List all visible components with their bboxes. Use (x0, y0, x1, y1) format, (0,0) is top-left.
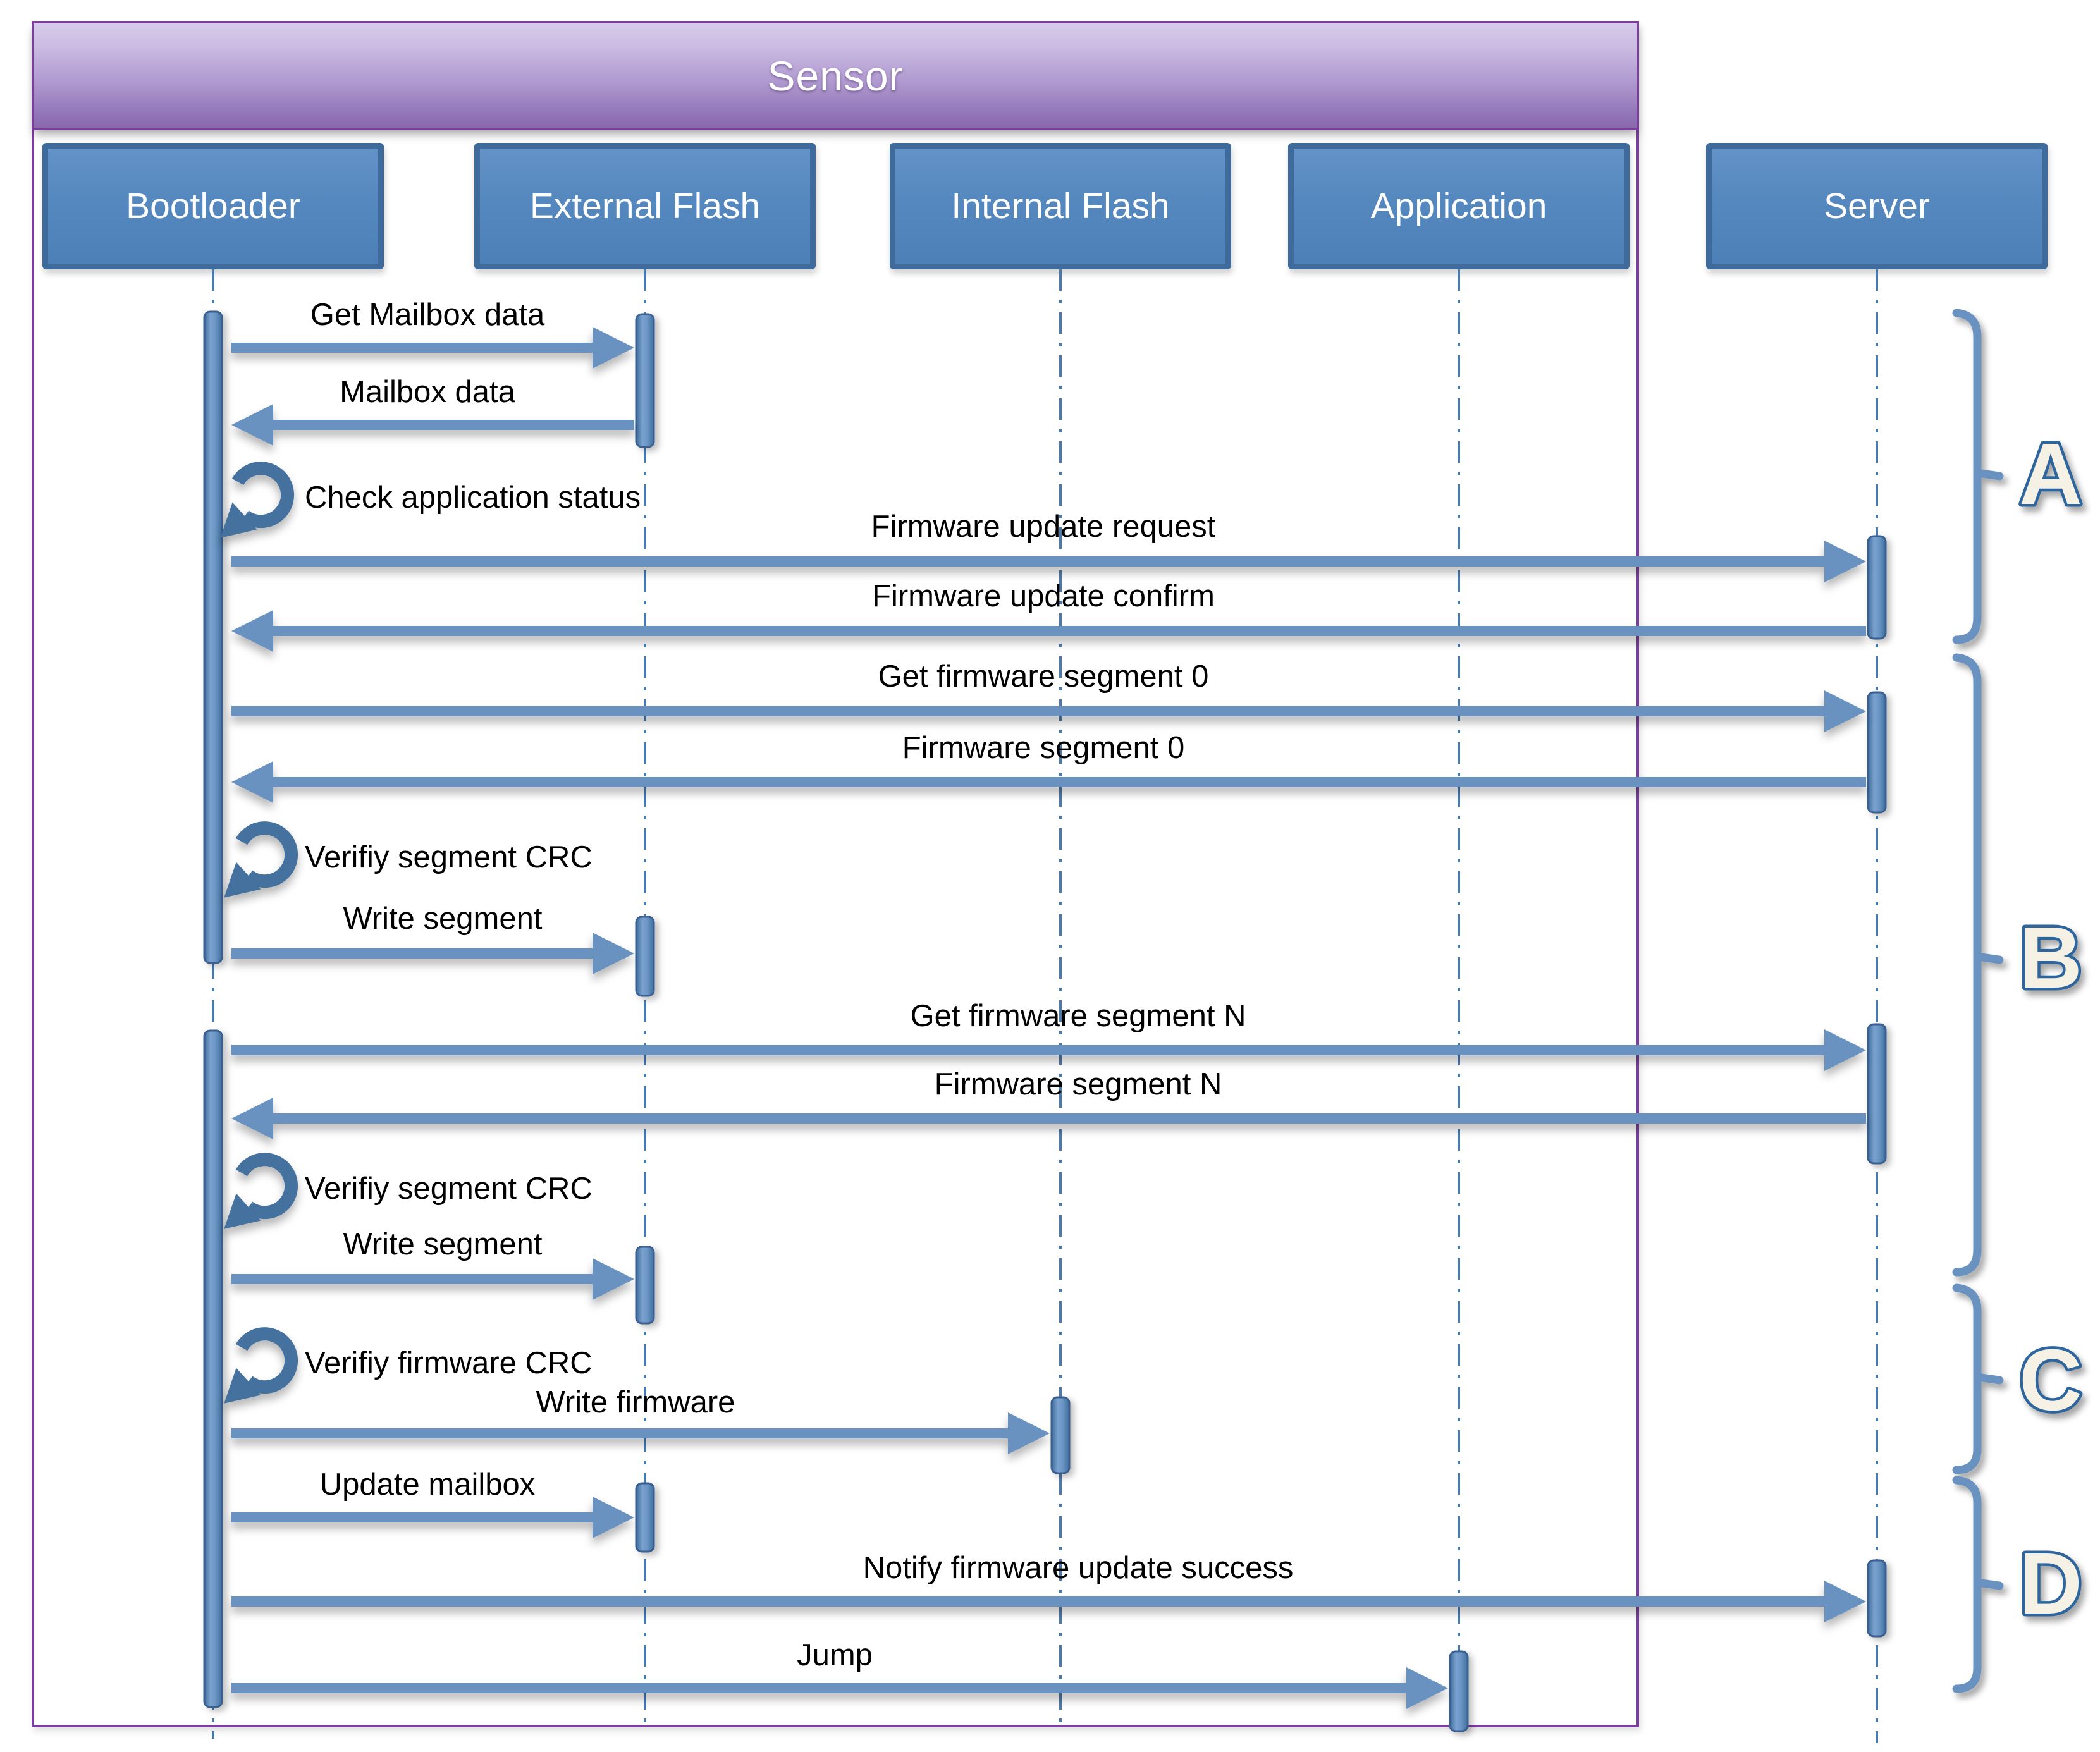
message-label: Firmware update request (871, 510, 1216, 544)
self-loop-icons (220, 462, 298, 1404)
message-label: Jump (797, 1638, 873, 1672)
phase-bracket-c (1952, 1283, 2004, 1474)
phase-label-a: A (2019, 426, 2082, 523)
arrow-get-firmware-segment-n (231, 1029, 1866, 1071)
sensor-frame-title: Sensor (767, 52, 904, 99)
activation-bar-external-flash-3 (635, 1246, 655, 1325)
arrow-update-mailbox (231, 1497, 634, 1538)
message-label: Check application status (305, 481, 641, 515)
phase-labels: A B C D (2017, 423, 2085, 1636)
phase-label-c: C (2019, 1332, 2082, 1429)
participant-label: Application (1370, 186, 1547, 226)
message-label: Get firmware segment 0 (878, 659, 1209, 694)
activation-bar-external-flash-4 (635, 1482, 655, 1553)
arrow-write-segment-2 (231, 1258, 634, 1300)
arrow-firmware-update-confirm (231, 610, 1866, 652)
activation-bar-external-flash-1 (635, 313, 655, 448)
message-label: Verifiy segment CRC (305, 1172, 593, 1206)
participant-external-flash: External Flash (474, 143, 816, 269)
self-loop-icon-verify-segment-crc-1 (224, 821, 298, 898)
phase-label-d: D (2019, 1535, 2082, 1633)
activation-bar-server-1 (1867, 535, 1887, 640)
arrow-get-firmware-segment-0 (231, 690, 1866, 732)
message-label: Firmware segment N (935, 1067, 1222, 1101)
message-label: Get Mailbox data (310, 298, 545, 332)
participant-bootloader: Bootloader (42, 143, 384, 269)
activation-bar-bootloader-2 (203, 1029, 223, 1708)
participant-server: Server (1706, 143, 2048, 269)
arrow-firmware-segment-n (231, 1098, 1866, 1139)
message-label: Mailbox data (340, 375, 516, 409)
phase-bracket-d (1952, 1476, 2004, 1693)
participant-label: Bootloader (126, 186, 300, 226)
self-loop-icon-verify-segment-crc-2 (224, 1153, 298, 1229)
message-label: Get firmware segment N (911, 999, 1246, 1033)
activation-bar-server-3 (1867, 1023, 1887, 1165)
arrow-write-segment-1 (231, 933, 634, 974)
activation-bar-bootloader-1 (203, 310, 223, 964)
message-label: Write segment (343, 902, 543, 936)
message-label: Firmware segment 0 (902, 731, 1185, 765)
arrow-write-firmware (231, 1412, 1050, 1454)
arrow-notify-firmware-update-success (231, 1581, 1866, 1622)
self-loop-icon-verify-firmware-crc (224, 1327, 298, 1404)
arrow-firmware-update-request (231, 541, 1866, 582)
sensor-frame-header: Sensor (32, 21, 1639, 130)
phase-brackets (1952, 309, 2004, 1693)
participant-label: Internal Flash (951, 186, 1170, 226)
message-label: Verifiy firmware CRC (305, 1346, 593, 1380)
participant-label: Server (1824, 186, 1930, 226)
participant-internal-flash: Internal Flash (890, 143, 1231, 269)
activation-bar-internal-flash (1050, 1396, 1071, 1474)
activation-bar-server-2 (1867, 691, 1887, 814)
phase-bracket-a (1952, 309, 2004, 644)
phase-bracket-b (1952, 653, 2004, 1277)
message-label: Write segment (343, 1227, 543, 1261)
arrow-jump (231, 1667, 1448, 1709)
message-label: Update mailbox (320, 1467, 535, 1502)
self-loop-icon-check-application-status (220, 462, 294, 538)
activation-bar-external-flash-2 (635, 916, 655, 997)
activation-bar-server-4 (1867, 1559, 1887, 1638)
message-label: Write firmware (536, 1385, 735, 1419)
message-label: Firmware update confirm (872, 579, 1215, 613)
activation-bar-application (1449, 1650, 1469, 1732)
activation-bars (203, 310, 1887, 1732)
message-label: Notify firmware update success (863, 1551, 1294, 1585)
message-label: Verifiy segment CRC (305, 840, 593, 874)
participant-application: Application (1288, 143, 1630, 269)
message-arrows (231, 327, 1866, 1709)
arrow-firmware-segment-0 (231, 761, 1866, 803)
participant-label: External Flash (529, 186, 761, 226)
phase-label-b: B (2019, 909, 2082, 1007)
message-labels: Get Mailbox data Mailbox data Check appl… (305, 298, 1293, 1672)
arrow-mailbox-data (231, 404, 634, 446)
arrow-get-mailbox-data (231, 327, 634, 369)
